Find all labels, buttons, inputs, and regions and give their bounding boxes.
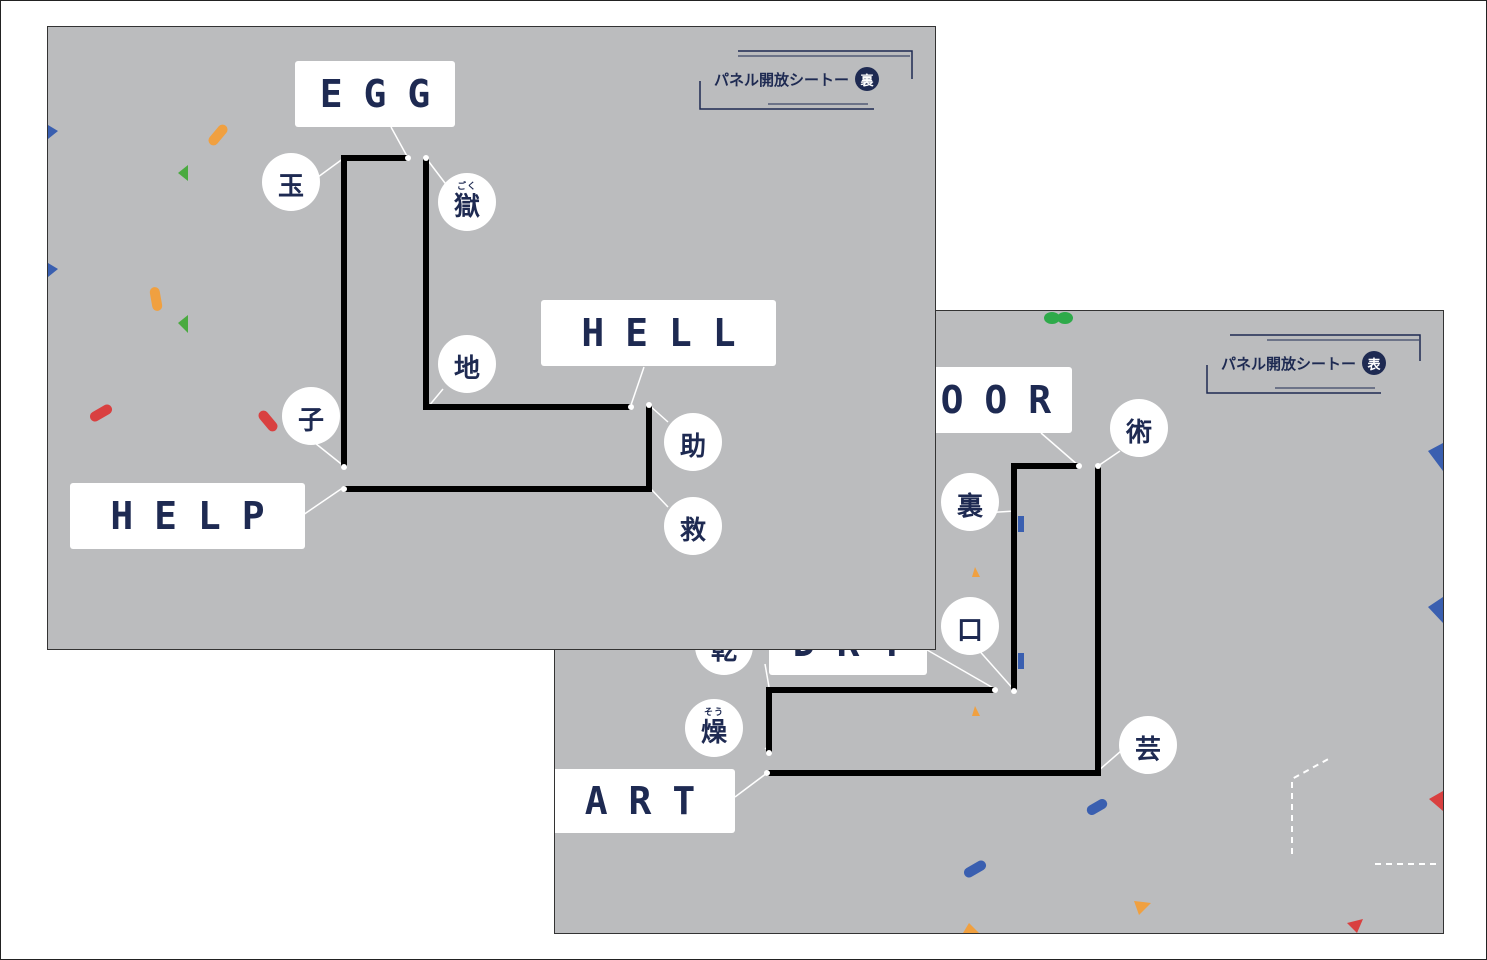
front-connector-layer xyxy=(302,126,669,516)
sheet-title-badge: パネル開放シートー 表 xyxy=(1221,351,1387,375)
confetti-decoration xyxy=(48,50,913,432)
kanji-char: 獄 xyxy=(453,191,480,222)
word-egg: EGG xyxy=(319,72,452,116)
kanji-char: 救 xyxy=(679,515,706,546)
kanji-circle-gyoku[interactable]: 玉 xyxy=(262,153,320,211)
kanji-circle-ko[interactable]: 子 xyxy=(282,387,340,445)
kanji-char: 口 xyxy=(956,615,983,646)
side-mark-badge: 表 xyxy=(1362,351,1387,375)
side-mark-badge: 裏 xyxy=(855,67,880,91)
sheet-title: パネル開放シート xyxy=(714,70,835,89)
kanji-circle-sou[interactable]: そう 燥 xyxy=(685,699,743,757)
kanji-char: 燥 xyxy=(700,717,727,748)
kanji-char: 裏 xyxy=(956,491,983,522)
word-box-art: ART xyxy=(555,769,735,833)
word-box-hell: HELL xyxy=(541,300,776,366)
kanji-circle-kuchi[interactable]: 口 xyxy=(941,597,999,655)
kanji-circle-goku[interactable]: ごく 獄 xyxy=(438,173,496,231)
kanji-ruby: そう xyxy=(703,708,724,718)
kanji-circle-jo[interactable]: 助 xyxy=(664,413,722,471)
panel-sheet-back-side: パネル開放シートー 裏 EGG HELL HELP 玉 ごく 獄 地 子 助 救 xyxy=(47,26,936,650)
kanji-char: 芸 xyxy=(1134,734,1161,765)
kanji-ruby: ごく xyxy=(456,182,477,192)
kanji-char: 子 xyxy=(297,405,324,436)
kanji-char: 助 xyxy=(679,431,706,462)
kanji-circle-chi[interactable]: 地 xyxy=(438,335,496,393)
word-box-egg: EGG xyxy=(295,61,455,127)
kanji-circle-gei[interactable]: 芸 xyxy=(1119,716,1177,774)
word-art: ART xyxy=(584,779,717,823)
kanji-circle-jutsu[interactable]: 術 xyxy=(1110,399,1168,457)
word-box-help: HELP xyxy=(70,483,305,549)
confetti-decoration xyxy=(963,312,1443,933)
kanji-char: 術 xyxy=(1125,417,1152,448)
kanji-char: 地 xyxy=(453,353,480,384)
sheet-title-badge: パネル開放シートー 裏 xyxy=(714,67,880,91)
kanji-circle-ura[interactable]: 裏 xyxy=(941,473,999,531)
kanji-char: 玉 xyxy=(277,171,304,202)
back-connector-layer xyxy=(734,432,1122,798)
word-help: HELP xyxy=(110,494,286,538)
kanji-circle-kyuu[interactable]: 救 xyxy=(664,497,722,555)
word-hell: HELL xyxy=(581,311,757,355)
sheet-title: パネル開放シート xyxy=(1221,354,1342,373)
